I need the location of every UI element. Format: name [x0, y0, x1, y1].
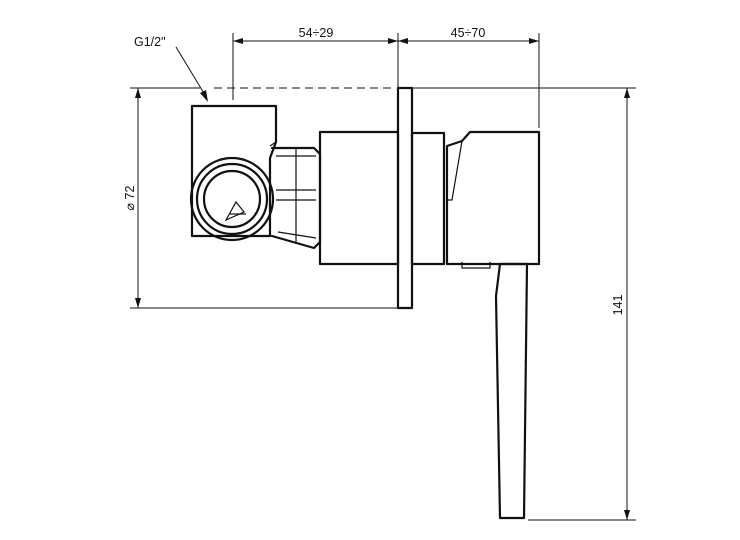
handle-housing [445, 130, 541, 269]
inlet-ring [189, 156, 275, 242]
lever-handle [494, 262, 529, 520]
connector-neck [270, 146, 322, 250]
inlet-block [190, 104, 278, 238]
dimension-label-diameter: ⌀ 72 [123, 186, 137, 211]
dimension-handle-range: 45÷70 [398, 26, 540, 128]
dimension-depth-range: 54÷29 [232, 26, 399, 100]
thread-label: G1/2" [134, 35, 166, 49]
escutcheon-collar [410, 131, 446, 266]
dimension-label-depth: 54÷29 [299, 26, 334, 40]
cartridge-body [318, 130, 400, 266]
dimension-label-height: 141 [611, 295, 625, 316]
wall-plate [396, 86, 414, 310]
dimension-height: 141 [412, 87, 636, 521]
dimension-label-handle: 45÷70 [451, 26, 486, 40]
thread-callout: G1/2" [134, 35, 208, 102]
dimension-diameter: ⌀ 72 [123, 87, 398, 309]
